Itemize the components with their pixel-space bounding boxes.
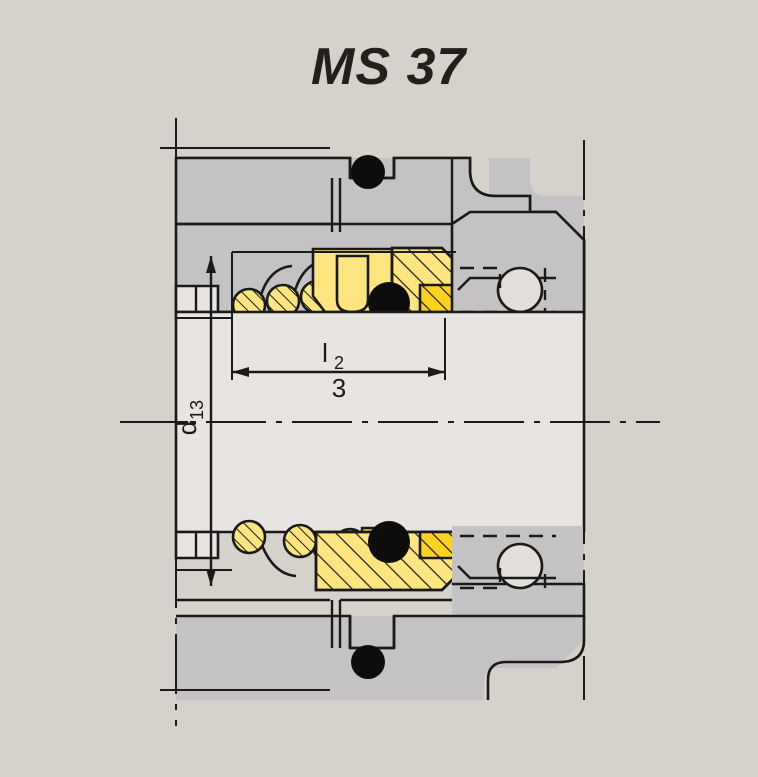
dim-arrow-l2-right — [428, 367, 445, 377]
hidden-bore-circle-upper — [496, 266, 544, 314]
seal-plunger-upper — [335, 254, 370, 314]
dim-label-3: 3 — [332, 373, 346, 403]
dim-label-l2-subscript: 2 — [334, 353, 344, 373]
spring-coil-2-lower — [282, 523, 318, 559]
length-dimension-l2: l 2 3 — [232, 338, 445, 403]
dim-label-d13-subscript: 13 — [187, 400, 207, 420]
dim-arrow-l2-left — [232, 367, 249, 377]
page-title: MS 37 — [311, 38, 467, 96]
hidden-line-lower-a — [460, 566, 547, 590]
spring-coil-1-lower — [231, 519, 267, 555]
housing-bottom-step-lines — [330, 600, 342, 648]
dim-label-d13: d — [172, 421, 202, 435]
o-ring-top — [351, 155, 385, 189]
hidden-bore-circle-lower — [496, 542, 544, 590]
dim-arrow-d13-bottom — [206, 569, 216, 586]
dim-label-d13-group: d 13 — [172, 400, 207, 435]
dim-label-l2: l — [322, 338, 328, 368]
extension-lines — [160, 147, 456, 691]
o-ring-seal-lower — [368, 521, 410, 563]
o-ring-bottom — [351, 645, 385, 679]
diameter-dimension-d13: d 13 — [164, 256, 216, 586]
housing-right-inner-step-lower — [457, 565, 556, 580]
hidden-line-upper-a — [460, 266, 547, 290]
dim-arrow-d13-top — [206, 256, 216, 273]
lower-assembly — [174, 519, 586, 700]
